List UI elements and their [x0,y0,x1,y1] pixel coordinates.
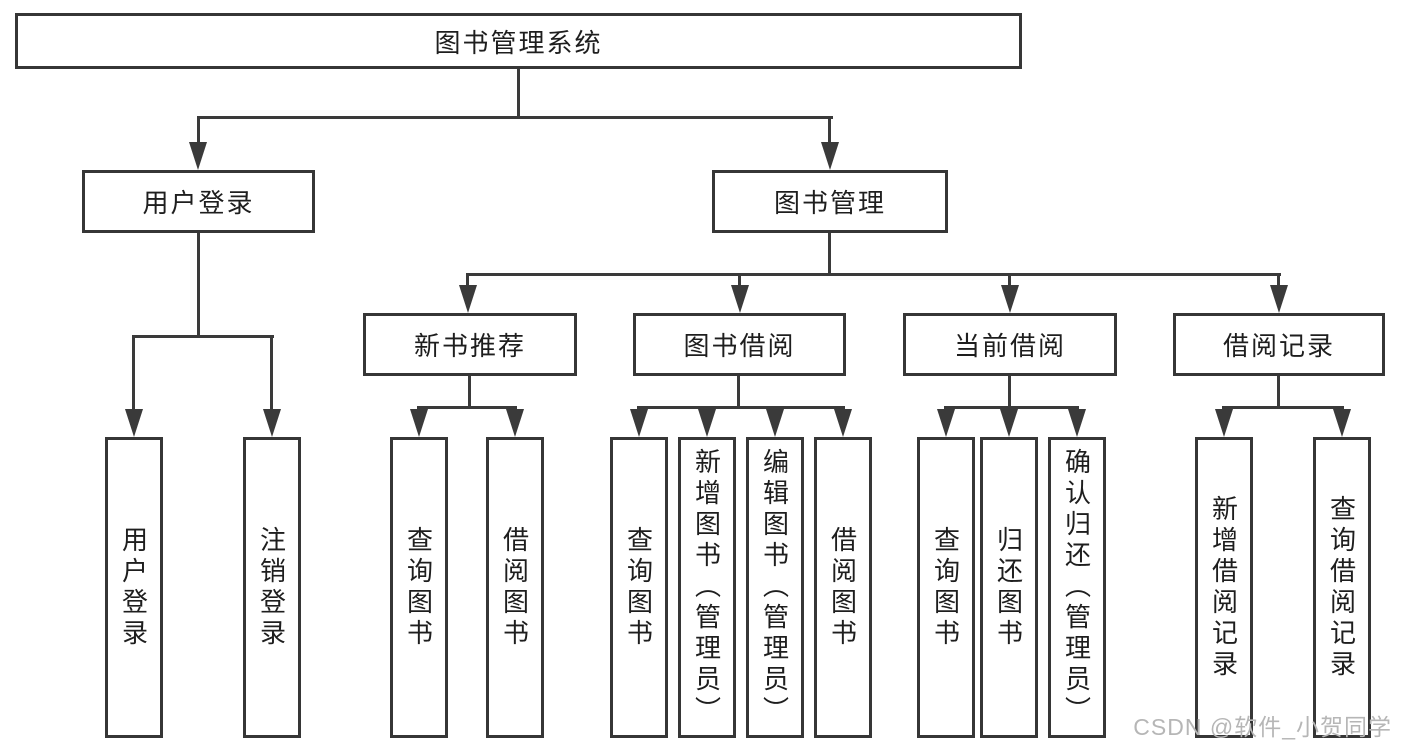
leaf-add-borrow-record: 新增借阅记录 [1195,437,1253,738]
arrow-head [1001,285,1019,313]
leaf-edit-book-admin: 编辑图书（管理员） [746,437,804,738]
node-book-management: 图书管理 [712,170,948,233]
connector-line [1008,273,1011,289]
connector-line [466,273,469,289]
arrow-head [821,142,839,170]
connector-line [132,335,135,415]
arrow-head [410,409,428,437]
node-book-borrow: 图书借阅 [633,313,846,376]
node-current-borrow: 当前借阅 [903,313,1117,376]
connector-line [417,406,517,409]
watermark: CSDN @软件_小贺同学 [1133,714,1392,740]
connector-line [737,376,740,409]
connector-line [270,335,273,415]
connector-line [132,335,274,338]
connector-line [197,233,200,338]
arrow-head [1333,409,1351,437]
arrow-head [731,285,749,313]
arrow-head [1215,409,1233,437]
arrow-head [1000,409,1018,437]
node-new-book-recommend: 新书推荐 [363,313,577,376]
arrow-head [1270,285,1288,313]
arrow-head [459,285,477,313]
leaf-return-book: 归还图书 [980,437,1038,738]
connector-line [944,406,1079,409]
connector-line [197,116,833,119]
leaf-add-book-admin: 新增图书（管理员） [678,437,736,738]
leaf-query-books: 查询图书 [390,437,448,738]
connector-line [517,69,520,117]
leaf-logout: 注销登录 [243,437,301,738]
arrow-head [698,409,716,437]
leaf-confirm-return-admin: 确认归还（管理员） [1048,437,1106,738]
leaf-borrow-books-2: 借阅图书 [814,437,872,738]
arrow-head [630,409,648,437]
connector-line [1008,376,1011,409]
connector-line [637,406,845,409]
node-library-system: 图书管理系统 [15,13,1022,69]
connector-line [1277,376,1280,409]
connector-line [738,273,741,289]
arrow-head [937,409,955,437]
connector-line [828,116,831,146]
arrow-head [834,409,852,437]
arrow-head [766,409,784,437]
arrow-head [263,409,281,437]
arrow-head [506,409,524,437]
connector-line [466,273,1281,276]
node-user-login: 用户登录 [82,170,315,233]
connector-line [197,116,200,146]
leaf-query-books-2: 查询图书 [610,437,668,738]
connector-line [1277,273,1280,289]
leaf-borrow-books: 借阅图书 [486,437,544,738]
node-borrow-records: 借阅记录 [1173,313,1385,376]
leaf-query-borrow-record: 查询借阅记录 [1313,437,1371,738]
arrow-head [1068,409,1086,437]
leaf-user-login: 用户登录 [105,437,163,738]
leaf-query-books-3: 查询图书 [917,437,975,738]
connector-line [468,376,471,409]
connector-line [1222,406,1344,409]
connector-line [828,233,831,276]
arrow-head [189,142,207,170]
arrow-head [125,409,143,437]
